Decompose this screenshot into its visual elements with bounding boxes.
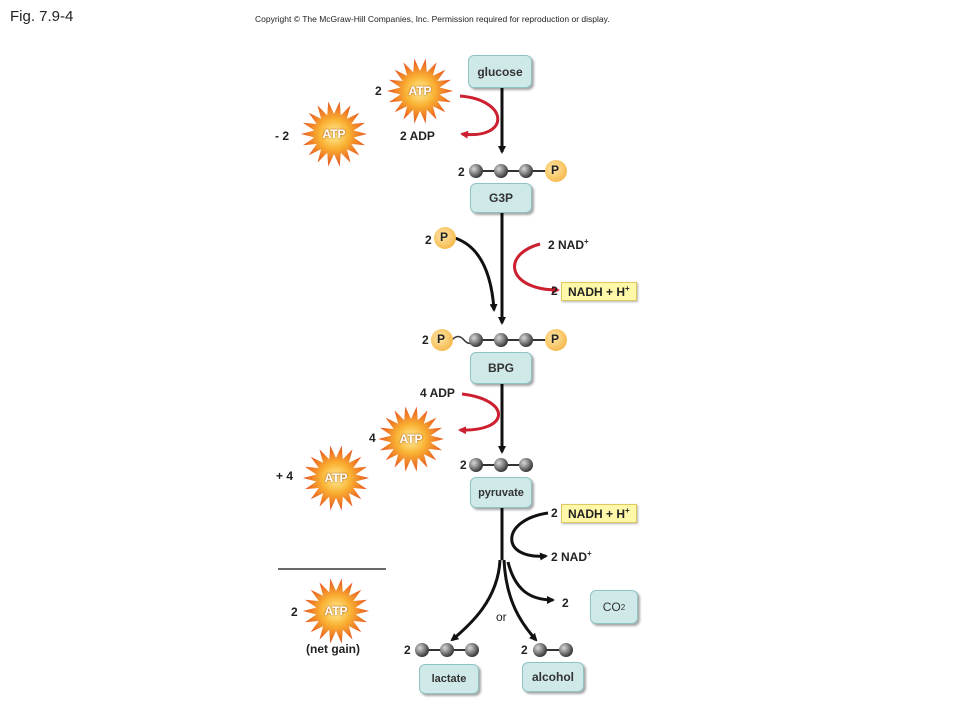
carbon-atom (469, 164, 483, 178)
pyruvate-box: pyruvate (470, 477, 532, 508)
arrow-nadh-oxidized (510, 511, 549, 561)
arrow-atp-produced (458, 392, 500, 435)
nadh-count-1: 2 (551, 284, 558, 298)
starburst-shape (301, 101, 367, 167)
lactate-box: lactate (419, 664, 479, 694)
bpg-count: 2 (422, 333, 429, 347)
phosphate-label: P (440, 230, 449, 244)
arrow-to-lactate (450, 559, 502, 642)
phosphate-circle (545, 329, 567, 351)
starburst-shape (303, 445, 369, 511)
phosphate-circle (434, 227, 456, 249)
atp-burst-tally-plus: ATP (301, 443, 371, 513)
alcohol-count: 2 (521, 643, 528, 657)
atp-burst-consumed: ATP (385, 56, 455, 126)
starburst-shape (387, 58, 453, 124)
net-gain-label: (net gain) (306, 642, 360, 656)
adp-label-2: 4 ADP (420, 386, 455, 400)
nadh-count-2: 2 (551, 506, 558, 520)
lactate-count: 2 (404, 643, 411, 657)
atp-in-count: 2 (375, 84, 382, 98)
adp-label-1: 2 ADP (400, 129, 435, 143)
g3p-box: G3P (470, 183, 532, 213)
phosphate-label: P (551, 163, 560, 177)
pyruvate-count: 2 (460, 458, 467, 472)
carbon-atom (440, 643, 454, 657)
figure-label: Fig. 7.9-4 (10, 8, 74, 25)
arrow-to-alcohol (502, 559, 538, 642)
nad-label-1: 2 NAD+ (548, 237, 589, 252)
atp-burst-produced: ATP (376, 404, 446, 474)
nadh-box-2: NADH + H+ (561, 504, 637, 523)
nadh-box-1: NADH + H+ (561, 282, 637, 301)
bpg-box: BPG (470, 352, 532, 384)
carbon-atom (465, 643, 479, 657)
arrow-phosphate-in (454, 236, 498, 312)
glucose-box: glucose (468, 55, 532, 88)
phosphate-count: 2 (425, 233, 432, 247)
carbon-atom (469, 458, 483, 472)
carbon-atom (494, 333, 508, 347)
arrow-nad-reduced (513, 242, 560, 294)
starburst-shape (303, 578, 369, 644)
phosphate-label: P (551, 332, 560, 346)
g3p-count: 2 (458, 165, 465, 179)
atp-burst-net: ATP (301, 576, 371, 646)
or-label: or (496, 610, 507, 624)
phosphate-label: P (437, 332, 446, 346)
co2-count: 2 (562, 596, 569, 610)
atp-in-tally: - 2 (275, 129, 290, 143)
carbon-atom (494, 164, 508, 178)
atp-out-tally: + 4 (276, 469, 294, 483)
starburst-shape (378, 406, 444, 472)
carbon-atom (559, 643, 573, 657)
carbon-atom (519, 164, 533, 178)
carbon-atom (469, 333, 483, 347)
net-atp-count: 2 (291, 605, 298, 619)
phosphate-circle (431, 329, 453, 351)
atp-burst-tally-minus: ATP (299, 99, 369, 169)
carbon-atom (533, 643, 547, 657)
nad-label-2: 2 NAD+ (551, 549, 592, 564)
arrow-atp-consumed (459, 94, 500, 139)
copyright-notice: Copyright © The McGraw-Hill Companies, I… (255, 14, 610, 24)
arrow-co2-release (506, 561, 555, 604)
carbon-atom (519, 458, 533, 472)
carbon-atom (415, 643, 429, 657)
carbon-atom (494, 458, 508, 472)
alcohol-box: alcohol (522, 662, 584, 692)
atp-out-count: 4 (369, 431, 376, 445)
phosphate-circle (545, 160, 567, 182)
carbon-atom (519, 333, 533, 347)
